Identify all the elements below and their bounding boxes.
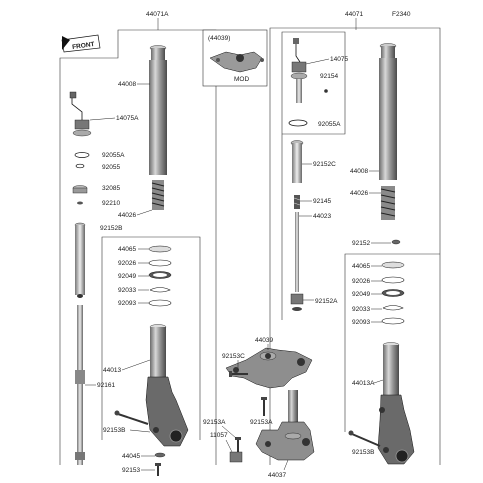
stem-clamp-44037-part — [255, 390, 315, 461]
label-92154: 92154 — [320, 73, 338, 80]
left-seal-92026-part — [148, 259, 172, 267]
left-rod-92152B-part — [74, 222, 86, 298]
label-92026-right: 92026 — [352, 278, 370, 285]
right-outer-tube-part — [379, 43, 397, 180]
label-92161: 92161 — [97, 382, 115, 389]
left-nut-92210-part — [77, 201, 83, 205]
label-92049-left: 92049 — [118, 273, 136, 280]
label-11057: 11057 — [210, 432, 228, 439]
label-44045: 44045 — [122, 453, 140, 460]
right-rod-92152C-part — [290, 140, 304, 183]
label-44013A: 44013A — [352, 380, 375, 387]
bracket-11057-part — [229, 451, 243, 463]
right-collar-92152A-part — [290, 293, 304, 311]
label-92055-left: 92055 — [102, 164, 120, 171]
label-44026-right: 44026 — [350, 190, 368, 197]
left-cartridge-92161-part — [75, 305, 85, 465]
right-spring-part — [380, 186, 396, 220]
label-92093-right: 92093 — [352, 319, 370, 326]
left-cap-32085-part — [72, 185, 88, 194]
center-bolt-92153A-a-part — [261, 397, 267, 416]
label-92153-left: 92153 — [122, 467, 140, 474]
label-92153B-left: 92153B — [103, 427, 125, 434]
right-cartridge-subframe — [281, 31, 346, 320]
label-32085: 32085 — [102, 185, 120, 192]
label-92145: 92145 — [313, 198, 331, 205]
label-92093-left: 92093 — [118, 300, 136, 307]
label-92153B-right: 92153B — [352, 449, 374, 456]
right-oring-92055A-part — [288, 119, 308, 127]
right-bolt-92153B-part — [348, 430, 381, 447]
left-bolt-92153-part — [155, 463, 161, 476]
front-badge-text: FRONT — [72, 41, 95, 51]
label-92152-right: 92152 — [352, 240, 370, 247]
label-92153A-a: 92153A — [250, 419, 273, 426]
right-inner-tube-part — [377, 342, 415, 465]
mod-box: (44039) MOD — [202, 29, 268, 87]
label-92153C: 92153C — [222, 353, 245, 360]
label-44013: 44013 — [103, 367, 121, 374]
left-outer-tube-part — [149, 45, 167, 175]
label-92049-right: 92049 — [352, 291, 370, 298]
label-92055A-left: 92055A — [102, 152, 125, 159]
right-assembly-frame — [269, 27, 441, 465]
left-sensor-part — [69, 91, 92, 137]
left-assembly-frame — [59, 29, 217, 465]
label-92153A-b: 92153A — [203, 419, 226, 426]
right-rod-44023-part — [295, 212, 299, 292]
label-44026-left: 44026 — [118, 212, 136, 219]
label-14075A: 14075A — [116, 115, 139, 122]
center-bolt-92153C-part — [229, 371, 248, 377]
right-bush-92093-part — [381, 317, 405, 325]
left-bolt-92153B-part — [114, 410, 149, 425]
right-damper-subframe — [344, 253, 440, 432]
left-part-44045 — [154, 452, 166, 458]
label-44008-right: 44008 — [350, 168, 368, 175]
label-92055A-right: 92055A — [318, 121, 341, 128]
left-bush-92093-part — [148, 299, 172, 307]
right-spring-92145-part — [293, 195, 301, 209]
label-92210: 92210 — [102, 200, 120, 207]
figure-code: F2340 — [392, 11, 411, 18]
label-92033-right: 92033 — [352, 306, 370, 313]
right-seal-44065-part — [381, 261, 405, 269]
front-arrow-badge: FRONT — [61, 34, 101, 53]
mod-part-number: (44039) — [208, 35, 230, 42]
label-44037: 44037 — [268, 472, 286, 479]
left-oring-92055A-part — [74, 152, 90, 158]
right-ring-92033-part — [382, 305, 404, 311]
left-assembly-label: 44071A — [146, 11, 169, 18]
right-screw-92154-part — [324, 89, 328, 93]
label-92152B: 92152B — [100, 225, 122, 232]
left-seal-44065-part — [148, 245, 172, 253]
label-92033-left: 92033 — [118, 287, 136, 294]
right-sensor-14075-part — [290, 38, 308, 103]
label-44023: 44023 — [313, 213, 331, 220]
label-14075: 14075 — [330, 56, 348, 63]
label-44065-left: 44065 — [118, 246, 136, 253]
mod-note: MOD — [234, 76, 249, 83]
left-seal-92049-part — [148, 271, 172, 279]
right-nut-92152-part — [391, 239, 401, 245]
left-spring-part — [151, 180, 165, 210]
right-assembly-label: 44071 — [345, 11, 363, 18]
label-44039: 44039 — [255, 337, 273, 344]
label-92026-left: 92026 — [118, 260, 136, 267]
label-44065-right: 44065 — [352, 263, 370, 270]
left-damper-subframe — [101, 236, 201, 440]
label-92152A: 92152A — [315, 298, 338, 305]
left-oring-92055-part — [75, 163, 85, 169]
right-seal-92026-part — [381, 276, 405, 284]
right-seal-92049-part — [381, 289, 405, 297]
label-92152C: 92152C — [313, 161, 336, 168]
left-inner-tube-part — [145, 324, 189, 447]
label-44008: 44008 — [118, 81, 136, 88]
left-ring-92033-part — [149, 287, 171, 293]
